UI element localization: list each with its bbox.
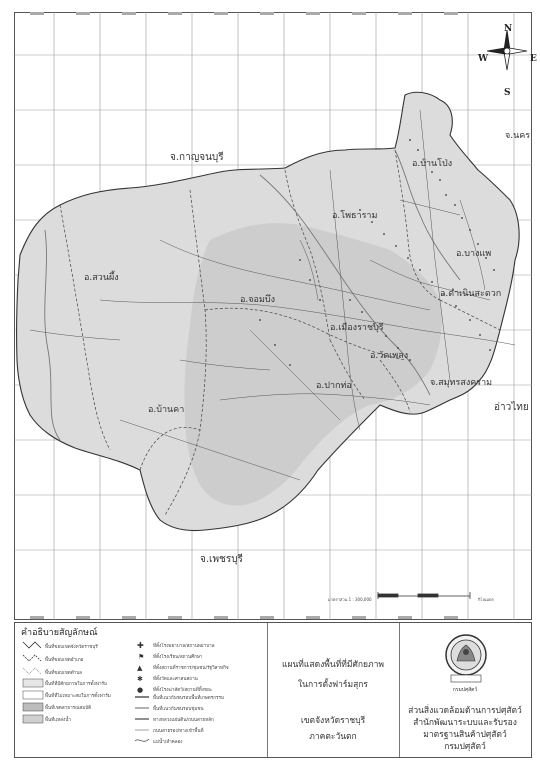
org-line3: มาตรฐานสินค้าปศุสัตว์ [423,730,507,740]
map-title-block: แผนที่แสดงพื้นที่ที่มีศักยภาพ ในการตั้งฟ… [267,623,400,757]
label-bang-phae: อ.บางแพ [456,249,492,259]
legend-symbols-right: ✚ ⚑ ▲ ✱ ● [134,641,150,742]
legend-item-potential: พื้นที่ที่มีศักยภาพในการตั้งฟาร์ม [45,682,108,687]
department-seal-icon [445,634,487,683]
legend-item-public: พื้นที่เขตสาธารณสมบัติ [45,706,92,711]
bottom-panel: คำอธิบายสัญลักษณ์ พื้นที่ขอบเขตจังหวัดรา… [14,622,532,758]
rivers [44,149,461,441]
org-line2: สำนักพัฒนาระบบและรับรอง [413,718,517,728]
label-photharam: อ.โพธาราม [332,211,378,221]
district-boundaries [59,149,501,516]
legend-item-river: แม่น้ำ/ลำคลอง [153,740,183,745]
label-chom-bueng: อ.จอมบึง [240,295,275,305]
map-title-line2: ในการตั้งฟาร์มสุกร [298,680,368,690]
legend-title: คำอธิบายสัญลักษณ์ [21,628,98,638]
compass-w: W [478,54,489,64]
label-pak-tho: อ.ปากท่อ [316,381,352,391]
legend-item-temple: ที่ตั้งวัดและศาสนสถาน [153,677,198,682]
seal-caption: กรมปศุสัตว์ [452,687,478,693]
label-ban-kha: อ.บ้านคา [148,405,185,415]
label-kanchanaburi: จ.กาญจนบุรี [170,152,224,163]
north-arrow: N S E W [478,18,538,98]
map-ticks [30,12,458,619]
potential-area [184,223,442,506]
legend-item-slaughterhouse: ที่ตั้งโรงฆ่าสัตว์/สถานที่ทิ้งขยะ [153,688,213,693]
map-title-line1: แผนที่แสดงพื้นที่ที่มีศักยภาพ [282,660,384,670]
legend-item-government: ที่ตั้งสถานที่ราชการ/ชุมชน/รัฐวิสาหกิจ [153,666,229,671]
legend-item-subdistrict: พื้นที่ขอบเขตตำบล [45,671,82,676]
scale-unit: กิโลเมตร [478,597,494,602]
label-ban-pong: อ.บ้านโป่ง [412,159,453,169]
legend-swatches-left [22,641,44,724]
legend-item-school: ที่ตั้งโรงเรียน/สถานศึกษา [153,655,203,660]
legend-item-secondary-road: ถนนสายรอง/ทางเข้าพื้นที่ [153,729,204,734]
organization-block: กรมปศุสัตว์ ส่วนสิ่งแวดล้อมด้านการปศุสัต… [399,623,531,757]
label-wat-phleng: อ.วัดเพลง [370,351,409,361]
label-samut-songkhram: จ.สมุทรสงคราม [430,378,493,388]
svg-text:●: ● [137,686,143,694]
label-gulf-of-thailand: อ่าวไทย [494,402,529,413]
map-canvas [14,12,532,620]
map-title-line4: ภาคตะวันตก [309,732,357,742]
legend-item-highway: ทางหลวงแผ่นดิน/ถนนสายหลัก [153,718,214,723]
label-mueang-ratchaburi: อ.เมืองราชบุรี [330,323,384,333]
map-title-line3: เขตจังหวัดราชบุรี [300,716,366,726]
north-arrow-graphic [486,29,528,71]
roads [29,109,516,481]
legend-item-district: พื้นที่ขอบเขตอำเภอ [45,658,84,663]
legend-item-water: พื้นที่แหล่งน้ำ [45,718,71,723]
svg-text:✚: ✚ [137,641,144,650]
svg-text:▲: ▲ [137,664,143,672]
org-line4: กรมปศุสัตว์ [444,742,486,752]
label-nakhon-pathom: จ.นคร [505,131,531,141]
compass-n: N [504,24,513,34]
settlement-dots [259,139,495,366]
label-damnoen-saduak: อ.ดำเนินสะดวก [440,289,502,299]
org-line1: ส่วนสิ่งแวดล้อมด้านการปศุสัตว์ [408,706,522,716]
svg-text:⚑: ⚑ [138,653,144,661]
label-phetchaburi: จ.เพชรบุรี [200,554,243,565]
legend: คำอธิบายสัญลักษณ์ พื้นที่ขอบเขตจังหวัดรา… [15,623,268,757]
legend-item-unsuitable: พื้นที่ที่ไม่เหมาะสมในการตั้งฟาร์ม [45,694,111,699]
scale-bar [377,592,471,599]
compass-s: S [504,88,511,98]
legend-item-buffer-agri: พื้นที่แนวกันชนรอบพื้นที่เกษตรกรรม [153,696,224,701]
legend-item-province: พื้นที่ขอบเขตจังหวัดราชบุรี [45,645,98,650]
legend-item-hospital: ที่ตั้งโรงพยาบาล/สถานพยาบาล [153,644,215,649]
svg-text:✱: ✱ [137,675,143,683]
label-suan-phueng: อ.สวนผึ้ง [84,273,119,283]
scale-text: มาตราส่วน 1 : 300,000 [328,597,372,602]
legend-item-buffer-community: พื้นที่แนวกันชนรอบชุมชน [153,707,204,712]
compass-e: E [530,54,537,64]
